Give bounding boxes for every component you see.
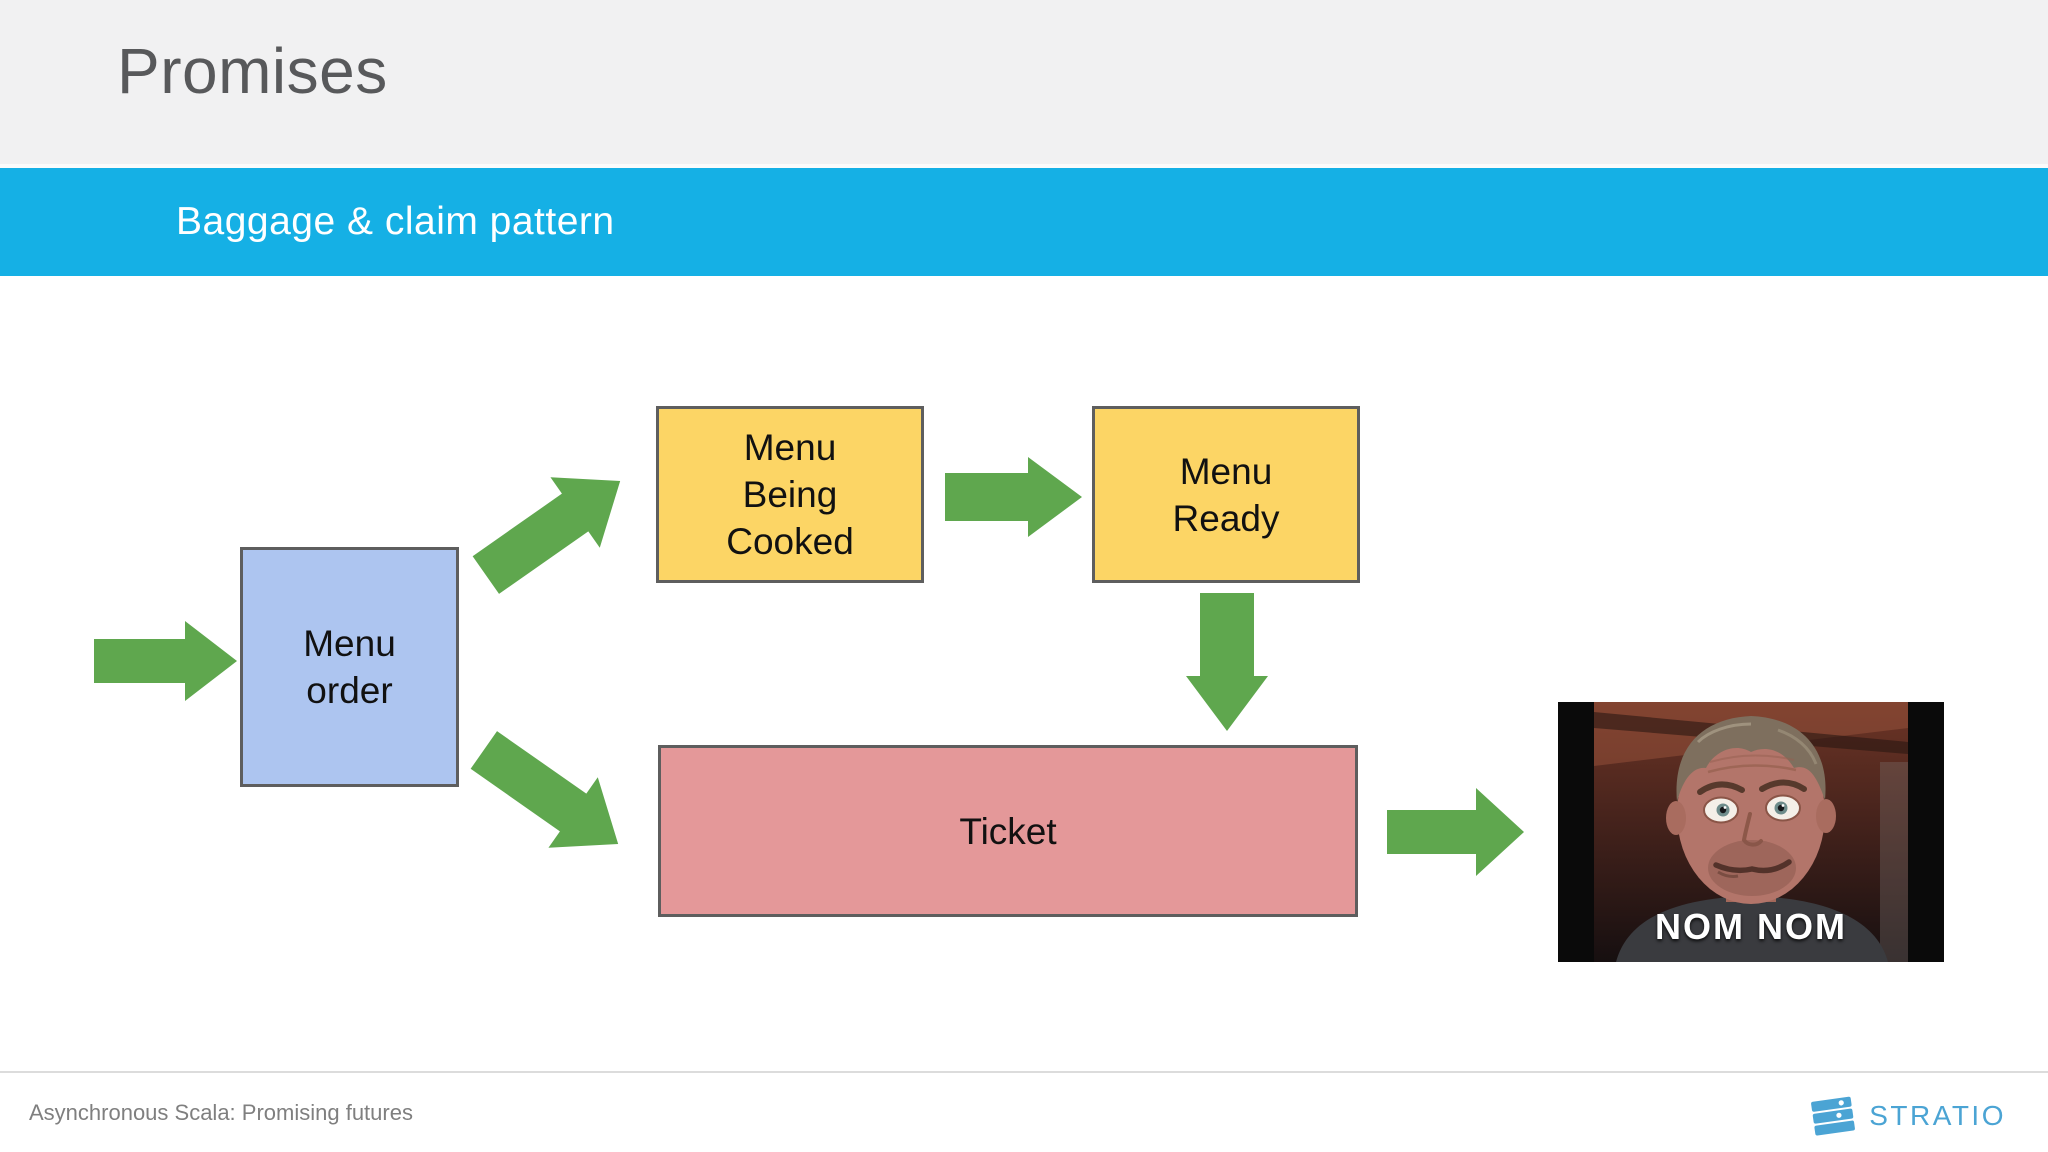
arrow-into-menu-order <box>94 621 237 701</box>
meme-shirt <box>1616 896 1888 962</box>
meme-eyebrow <box>1759 779 1807 792</box>
node-menu-being-cooked: Menu Being Cooked <box>656 406 924 583</box>
node-label-line: Menu <box>1179 450 1273 492</box>
node-ticket: Ticket <box>658 745 1358 917</box>
node-label-line: Menu <box>743 427 837 468</box>
subtitle-banner: Baggage & claim pattern <box>0 168 2048 276</box>
footer-divider <box>0 1071 2048 1073</box>
arrow-menu-being-cooked-to-menu-ready <box>945 457 1082 537</box>
node-label-line: Ready <box>1172 497 1280 539</box>
slide-subtitle: Baggage & claim pattern <box>176 200 615 243</box>
nom-nom-meme-image: NOM NOM <box>1558 702 1944 962</box>
slide-header <box>0 0 2048 164</box>
meme-eyebrow <box>1697 781 1745 795</box>
node-menu-order: Menu order <box>240 547 459 787</box>
footer-text: Asynchronous Scala: Promising futures <box>29 1100 413 1125</box>
brand-logo: STRATIO <box>1809 1092 2006 1140</box>
node-label-line: order <box>306 670 393 711</box>
slide-title: Promises <box>117 35 388 107</box>
brand-name: STRATIO <box>1869 1100 2006 1131</box>
node-label-line: Menu <box>303 623 396 664</box>
node-label-line: Cooked <box>726 521 854 562</box>
node-label-line: Being <box>742 474 838 515</box>
arrow-ticket-to-meme <box>1387 788 1524 876</box>
node-menu-ready: Menu Ready <box>1092 406 1360 583</box>
arrow-menu-order-to-ticket <box>470 731 619 848</box>
meme-nose <box>1741 812 1763 847</box>
node-label-line: Ticket <box>959 810 1057 852</box>
arrow-menu-ready-to-ticket <box>1186 593 1268 731</box>
meme-hair <box>1676 716 1826 802</box>
stratio-logo-icon <box>1811 1096 1856 1136</box>
meme-mouth <box>1713 859 1792 874</box>
meme-face-art <box>1558 702 1944 962</box>
arrow-menu-order-to-menu-being-cooked <box>472 477 621 594</box>
header-divider <box>0 164 2048 168</box>
meme-caption: NOM NOM <box>1655 906 1847 947</box>
